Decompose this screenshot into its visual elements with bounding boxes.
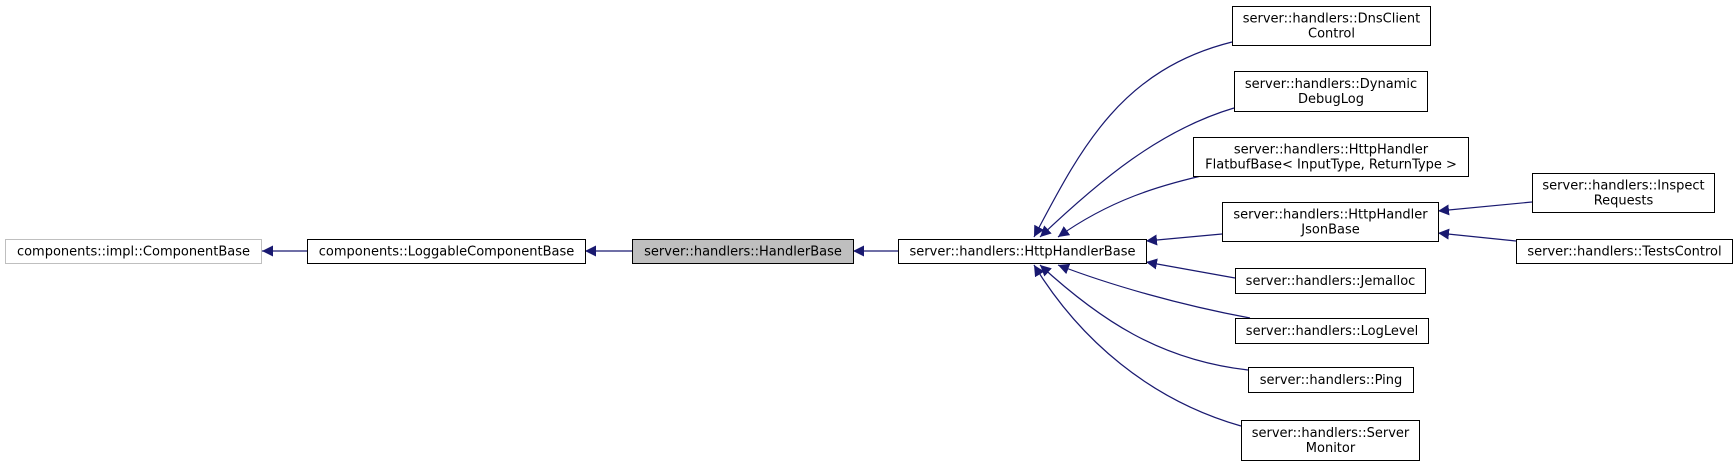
class-node-label: Control [1308, 27, 1355, 42]
class-node-label: server::handlers::HttpHandlerBase [910, 245, 1136, 260]
class-node-label: components::LoggableComponentBase [319, 245, 575, 260]
edges [262, 41, 1533, 427]
class-node-label: server::handlers::DnsClient [1243, 12, 1421, 27]
class-node-label: server::handlers::HttpHandler [1233, 208, 1428, 223]
nodes: components::impl::ComponentBase component… [5, 6, 1733, 461]
class-node-box [1232, 6, 1431, 46]
class-node-label: server::handlers::Server [1252, 426, 1410, 441]
class-node-box [1235, 318, 1429, 344]
class-node-box [1532, 173, 1715, 213]
class-node-label: Monitor [1306, 441, 1356, 456]
class-node-http-handler-flatbuf-base[interactable]: server::handlers::HttpHandlerFlatbufBase… [1193, 137, 1469, 177]
class-node-label: server::handlers::TestsControl [1527, 245, 1721, 260]
class-node-tests-control[interactable]: server::handlers::TestsControl [1516, 239, 1733, 264]
class-node-ping[interactable]: server::handlers::Ping [1248, 367, 1414, 393]
class-node-box [632, 239, 854, 264]
class-node-log-level[interactable]: server::handlers::LogLevel [1235, 318, 1429, 344]
class-node-label: server::handlers::Jemalloc [1246, 274, 1416, 289]
class-node-component-base[interactable]: components::impl::ComponentBase [5, 239, 262, 264]
edge-jsonbase-to-httphandlerbase [1145, 233, 1223, 246]
class-node-label: server::handlers::Inspect [1542, 179, 1704, 194]
class-node-label: server::handlers::HttpHandler [1234, 143, 1429, 158]
edge-ping-to-httphandlerbase [1039, 264, 1249, 371]
edge-jemalloc-to-httphandlerbase [1145, 258, 1236, 279]
class-node-box [1248, 367, 1414, 393]
class-node-box [1241, 420, 1420, 461]
class-node-jemalloc[interactable]: server::handlers::Jemalloc [1235, 268, 1426, 294]
class-node-label: FlatbufBase< InputType, ReturnType > [1205, 158, 1457, 173]
class-node-handler-base[interactable]: server::handlers::HandlerBase [632, 239, 854, 264]
class-node-label: components::impl::ComponentBase [17, 245, 250, 260]
edge-loglevel-to-httphandlerbase [1057, 263, 1251, 319]
edge-testscontrol-to-jsonbase [1437, 228, 1517, 242]
class-node-label: server::handlers::Dynamic [1245, 77, 1417, 92]
class-node-box [5, 239, 262, 264]
class-node-label: server::handlers::LogLevel [1246, 324, 1418, 339]
class-node-box [1516, 239, 1733, 264]
class-node-label: server::handlers::Ping [1260, 373, 1403, 388]
edge-inspectrequests-to-jsonbase [1437, 201, 1533, 216]
edge-flatbufbase-to-httphandlerbase [1057, 173, 1211, 238]
edge-dynamicdebuglog-to-httphandlerbase [1039, 107, 1235, 238]
class-node-box [1193, 137, 1469, 177]
class-node-box [307, 239, 586, 264]
class-node-box [1234, 71, 1428, 112]
class-node-box [1222, 202, 1439, 242]
class-node-label: DebugLog [1298, 92, 1364, 107]
class-node-label: server::handlers::HandlerBase [644, 245, 842, 260]
class-node-box [1235, 268, 1426, 294]
class-node-label: Requests [1594, 194, 1654, 209]
edge-dnsclient-to-httphandlerbase [1033, 41, 1233, 238]
class-node-label: JsonBase [1300, 223, 1359, 238]
class-node-http-handler-base[interactable]: server::handlers::HttpHandlerBase [898, 239, 1147, 264]
class-node-loggable-component-base[interactable]: components::LoggableComponentBase [307, 239, 586, 264]
edge-servermonitor-to-httphandlerbase [1033, 264, 1242, 427]
class-node-box [898, 239, 1147, 264]
